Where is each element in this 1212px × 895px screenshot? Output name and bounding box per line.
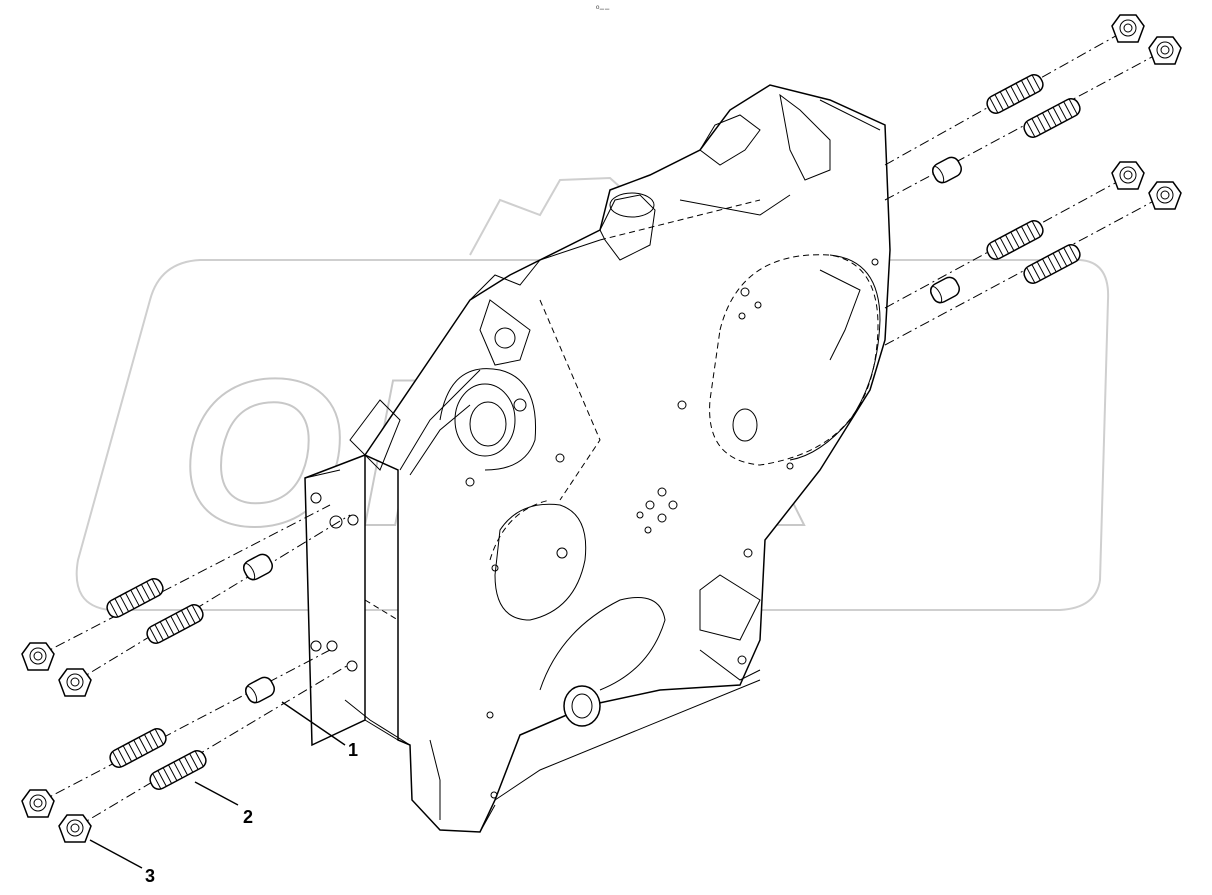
stud [106, 578, 164, 618]
right-upper-fasteners [932, 14, 1182, 184]
stud [146, 604, 204, 644]
leader-1 [281, 701, 346, 746]
callout-label-1: 1 [348, 740, 358, 760]
hex-nut [58, 814, 92, 843]
callout-leaders [89, 701, 346, 869]
stud [109, 728, 167, 768]
dowel-pin [243, 553, 273, 581]
hex-nut [1148, 36, 1182, 65]
leader-2 [194, 781, 239, 806]
hex-nut [1148, 181, 1182, 210]
dowel-pin [932, 156, 962, 184]
dowel-pin [930, 276, 960, 304]
stud [986, 74, 1044, 114]
left-upper-fasteners [21, 553, 273, 697]
stud [1023, 244, 1081, 284]
top-mark: º−− [596, 4, 610, 14]
hex-nut [21, 789, 55, 818]
stud [149, 750, 207, 790]
right-lower-fasteners [930, 161, 1182, 304]
hex-nut [1111, 14, 1145, 43]
left-lower-fasteners [21, 676, 275, 843]
leader-3 [89, 839, 143, 869]
hex-nut [58, 668, 92, 697]
stud [1023, 98, 1081, 138]
dowel-pin [245, 676, 275, 704]
timing-gear-housing [304, 84, 891, 833]
hex-nut [21, 642, 55, 671]
stud [986, 220, 1044, 260]
callout-label-3: 3 [145, 866, 155, 886]
callout-label-2: 2 [243, 807, 253, 827]
hex-nut [1111, 161, 1145, 190]
